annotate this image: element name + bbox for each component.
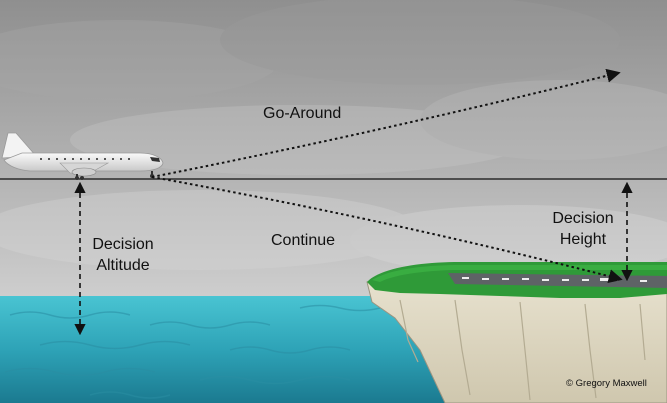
- sea: [0, 296, 445, 403]
- airplane-icon: [1, 132, 164, 180]
- decision-altitude-line1: Decision: [92, 236, 154, 253]
- decision-height-label: Decision Height: [546, 208, 620, 250]
- continue-label: Continue: [271, 232, 336, 249]
- copyright-credit: © Gregory Maxwell: [566, 378, 647, 389]
- clouds: [0, 0, 667, 275]
- decision-altitude-label: Decision Altitude: [86, 234, 160, 276]
- continue-path: [151, 176, 623, 283]
- decision-altitude-line2: Altitude: [96, 257, 150, 274]
- grass-highlight: [372, 265, 667, 282]
- sea-ripples: [4, 304, 381, 399]
- decision-height-line2: Height: [559, 231, 607, 248]
- decision-height-line1: Decision: [552, 210, 614, 227]
- cliff-cracks: [399, 299, 646, 401]
- go-around-label: Go-Around: [263, 105, 342, 122]
